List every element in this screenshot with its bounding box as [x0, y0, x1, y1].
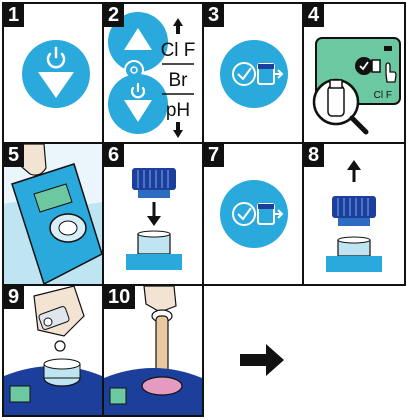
mode-label-3: pH	[166, 100, 190, 121]
vial-holder	[326, 256, 382, 272]
arrow-down-icon	[173, 122, 183, 138]
step-number: 8	[304, 144, 324, 167]
next-arrow-area	[204, 284, 406, 417]
step-5-panel: 5	[2, 142, 104, 286]
step-number: 7	[204, 144, 224, 167]
arrow-up-icon	[347, 160, 361, 170]
arrow-down-icon	[147, 216, 161, 226]
arrow-right-icon	[204, 284, 406, 417]
arrow-up-icon	[173, 18, 183, 34]
meter-display	[110, 388, 126, 404]
step-number: 1	[4, 4, 24, 27]
step-4-panel: 4 Cl F	[302, 2, 406, 144]
step-number: 2	[104, 4, 124, 27]
step-3-panel: 3	[202, 2, 304, 144]
step-6-panel: 6	[102, 142, 204, 286]
check-arrow-icon	[355, 57, 373, 75]
step-number: 3	[204, 4, 224, 27]
step-number: 5	[4, 144, 24, 167]
battery-icon	[384, 46, 392, 51]
step-number: 9	[4, 286, 24, 309]
meter-display	[10, 386, 30, 402]
step-7-panel: 7	[202, 142, 304, 286]
step-1-panel: 1	[2, 2, 104, 144]
step-number: 4	[304, 4, 324, 27]
tablet	[55, 341, 65, 351]
display-label: Cl F	[374, 90, 392, 101]
step-2-panel: 2 Cl F Br pH	[102, 2, 204, 144]
mode-label-2: Br	[169, 70, 189, 91]
mode-label-1: Cl F	[161, 40, 196, 61]
instruction-grid: 1 2 Cl F Br	[2, 2, 406, 417]
vial	[142, 377, 182, 395]
step-9-panel: 9	[2, 284, 104, 417]
step-8-panel: 8	[302, 142, 406, 286]
step-number: 6	[104, 144, 124, 167]
vial-holder	[126, 254, 182, 270]
step-number: 10	[104, 286, 135, 309]
step-10-panel: 10	[102, 284, 204, 417]
